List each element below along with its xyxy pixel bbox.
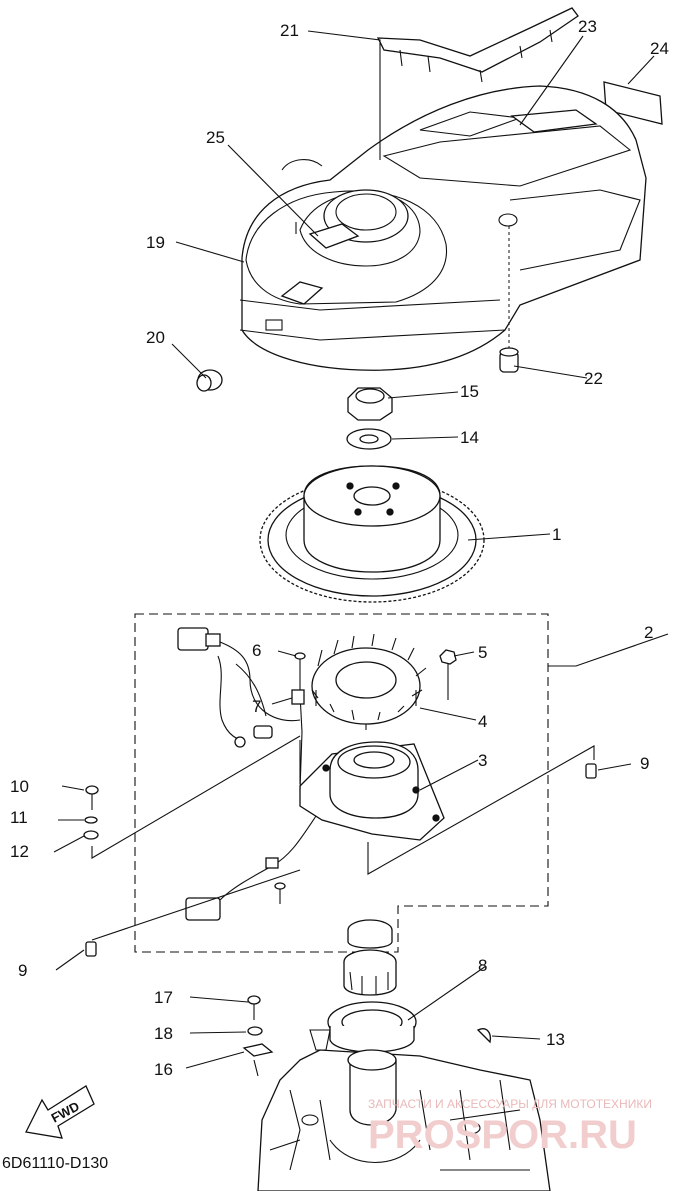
part-9-dowel-upper <box>585 763 597 779</box>
part-7-clamp <box>291 689 305 705</box>
part-5-bolt <box>439 649 457 692</box>
callout-24: 24 <box>650 39 669 58</box>
callout-15: 15 <box>460 382 479 401</box>
fwd-arrow-icon: FWD <box>25 1085 95 1139</box>
part-21-cover-strip <box>376 7 579 83</box>
callout-17: 17 <box>154 988 173 1007</box>
callout-6: 6 <box>252 641 261 660</box>
part-13-key <box>476 1028 492 1044</box>
diagram-code: 6D61110-D130 <box>2 1155 108 1172</box>
callout-2: 2 <box>644 623 653 642</box>
callout-21: 21 <box>280 21 299 40</box>
part-11-washer <box>84 816 98 824</box>
part-17-bolt <box>247 995 261 1020</box>
watermark: ЗАПЧАСТИ И АКСЕССУАРЫ ДЛЯ МОТОТЕХНИКИ PR… <box>368 1097 652 1157</box>
part-10-bolt <box>85 785 99 810</box>
callout-22: 22 <box>584 369 603 388</box>
callout-23: 23 <box>578 17 597 36</box>
part-14-washer <box>346 428 392 450</box>
part-2-group-box <box>134 613 549 953</box>
callout-7: 7 <box>252 697 261 716</box>
callout-19: 19 <box>146 233 165 252</box>
callout-1: 1 <box>552 525 561 544</box>
lower-screw <box>274 882 286 904</box>
callout-9-upper: 9 <box>640 754 649 773</box>
part-4-stator <box>311 633 427 730</box>
callout-13: 13 <box>546 1030 565 1049</box>
part-24-label <box>603 81 663 125</box>
part-20-grommet <box>196 369 223 392</box>
part-15-nut <box>347 387 393 421</box>
part-16-plate <box>242 1043 274 1057</box>
callout-3: 3 <box>478 751 487 770</box>
callout-4: 4 <box>478 712 487 731</box>
callout-16: 16 <box>154 1060 173 1079</box>
part-12-washer <box>83 830 99 840</box>
callout-18: 18 <box>154 1024 173 1043</box>
part-9-dowel-lower <box>85 941 97 957</box>
watermark-tagline: ЗАПЧАСТИ И АКСЕССУАРЫ ДЛЯ МОТОТЕХНИКИ <box>368 1097 652 1111</box>
part-1-flywheel <box>259 465 485 603</box>
engine-block <box>257 1029 551 1191</box>
callout-25: 25 <box>206 128 225 147</box>
callout-5: 5 <box>478 643 487 662</box>
leader-lines <box>53 30 669 1077</box>
part-8-pulley <box>327 919 417 1053</box>
callout-10: 10 <box>10 777 29 796</box>
callout-12: 12 <box>10 842 29 861</box>
callout-8: 8 <box>478 956 487 975</box>
part-18-washer <box>247 1026 263 1036</box>
callout-20: 20 <box>146 328 165 347</box>
wire-harness <box>177 627 317 921</box>
part-3-base <box>299 741 445 841</box>
part-22-grommet <box>499 226 519 373</box>
callout-11: 11 <box>10 808 28 827</box>
callout-labels: 21 23 24 25 19 20 22 15 14 1 2 6 5 7 4 3… <box>10 17 669 1079</box>
part-25-label <box>308 223 360 249</box>
callout-14: 14 <box>460 428 479 447</box>
part-23-label <box>510 109 598 133</box>
watermark-brand: PROSPOR.RU <box>368 1113 637 1157</box>
part-19-flywheel-cover <box>239 85 647 371</box>
callout-9-lower: 9 <box>18 961 27 980</box>
part-6-screw <box>294 652 306 690</box>
